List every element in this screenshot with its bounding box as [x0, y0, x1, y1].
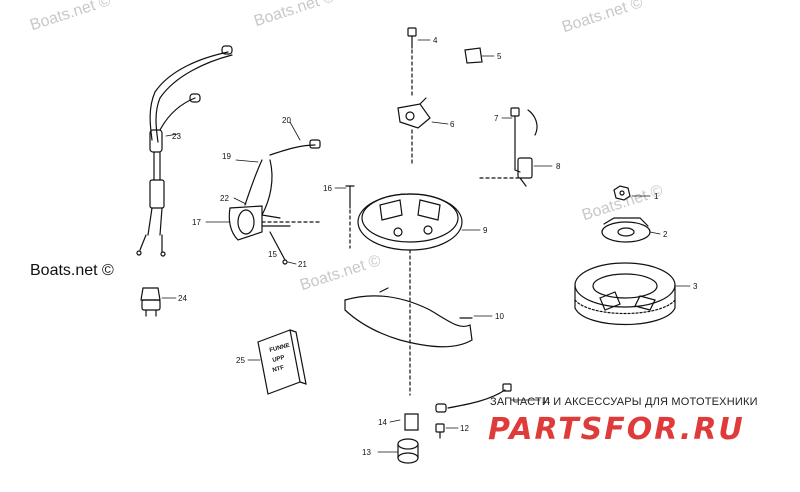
plug-part-24	[140, 287, 161, 317]
coil-box-text-1: FUNNE	[269, 343, 291, 354]
felt-part-5	[464, 47, 483, 64]
label-part-2: 2	[663, 230, 668, 239]
wire-harness-part-23	[136, 45, 233, 257]
screw-part-21	[269, 231, 288, 265]
label-part-5: 5	[497, 52, 502, 61]
banner-text: ЗАПЧАСТИ И АКСЕССУАРЫ ДЛЯ МОТОТЕХНИКИ	[490, 396, 758, 408]
label-part-13: 13	[362, 448, 371, 457]
armature-plate-part-10	[344, 287, 473, 348]
label-part-11: 11	[542, 396, 551, 405]
label-part-22: 22	[220, 194, 229, 203]
label-part-15: 15	[268, 250, 277, 259]
ignition-coil-part-17	[228, 205, 323, 241]
leader-lines	[161, 39, 691, 453]
flywheel-part-3	[574, 262, 676, 326]
breaker-points-part-6	[397, 97, 431, 166]
label-part-10: 10	[495, 312, 504, 321]
coil-wire-part-19-20	[244, 139, 321, 219]
label-part-21: 21	[298, 260, 307, 269]
label-part-14: 14	[378, 418, 387, 427]
label-part-9: 9	[483, 226, 488, 235]
label-part-1: 1	[654, 192, 659, 201]
condenser-part-7-8	[479, 107, 538, 187]
label-part-3: 3	[693, 282, 698, 291]
watermark-main: Boats.net ©	[30, 262, 114, 279]
brand-logo: PARTSFOR.RU	[488, 412, 745, 447]
screw-part-16	[345, 185, 355, 249]
screw-part-4	[407, 27, 417, 96]
label-part-17: 17	[192, 218, 201, 227]
nut-part-1	[613, 185, 631, 201]
label-part-23: 23	[172, 132, 181, 141]
bushing-part-13	[397, 438, 419, 464]
wire-part-11	[435, 383, 512, 413]
label-part-20: 20	[282, 116, 291, 125]
label-part-8: 8	[556, 162, 561, 171]
label-part-16: 16	[323, 184, 332, 193]
washer-part-2	[601, 217, 651, 243]
label-part-4: 4	[433, 36, 438, 45]
label-part-12: 12	[460, 424, 469, 433]
key-part-14	[404, 413, 419, 431]
label-part-6: 6	[450, 120, 455, 129]
coil-box-text-2: UPP	[272, 355, 285, 364]
stator-plate-part-9	[357, 193, 463, 396]
label-part-25: 25	[236, 356, 245, 365]
label-part-24: 24	[178, 294, 187, 303]
label-part-19: 19	[222, 152, 231, 161]
coil-box-text-3: NTF	[272, 365, 285, 374]
screw-part-12	[435, 423, 445, 439]
label-part-7: 7	[494, 114, 499, 123]
coil-box-part-25	[257, 329, 307, 395]
